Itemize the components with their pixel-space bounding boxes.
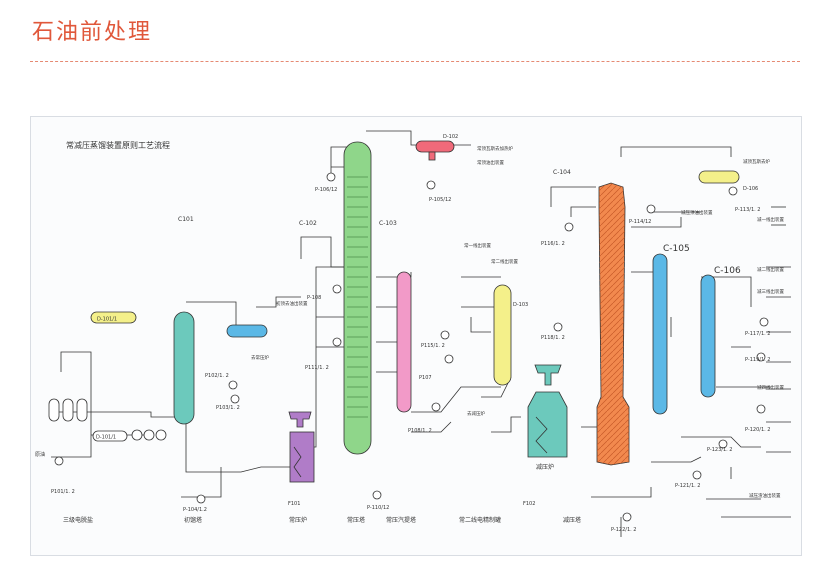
label-desalt: 三级电脱盐 [63,516,93,524]
stream-vac-second: 减二线出装置 [757,266,784,273]
tower-c105 [652,253,668,415]
vac-tower [596,182,630,466]
label-atm-tower: 常压塔 [347,516,365,524]
pump-p119: P-119/1. 2 [745,357,770,363]
stream-to-vac: 去减压炉 [467,410,485,417]
vessel-d106 [698,170,740,184]
vessel-d103 [493,284,512,386]
diagram-title: 常减压蒸馏装置原则工艺流程 [66,140,170,150]
atm-furnace [288,411,315,483]
label-c106: C-106 [714,266,741,276]
stream-top-oil: 常顶油出装置 [477,159,504,166]
vac-tower-hatch [597,183,629,465]
label-d103: D-103 [513,302,528,308]
label-two-line: 常二线电精制罐 [459,516,501,524]
pump-p121: P-121/1. 2 [675,483,700,489]
label-pre-flash: 初馏塔 [184,516,202,524]
desalter-2 [62,398,74,422]
page-title: 石油前处理 [32,20,153,45]
pump-p102: P102/1. 2 [205,373,229,379]
tower-c106 [700,274,716,398]
atm-stripper [396,271,412,413]
pump-p120: P-120/1. 2 [745,427,770,433]
vac-furnace-body [527,391,568,458]
stream-vac-gas: 减顶瓦斯去炉 [743,158,770,165]
vessel-d101-bottom [92,430,128,442]
bottom-labels: 三级电脱盐 初馏塔 常压炉 常压塔 常压汽提塔 常二线电精制罐 减压炉 减压塔 [63,463,581,524]
stream-to-furnace: 去常压炉 [251,354,269,361]
exchanger-2 [143,429,155,441]
label-c103: C-103 [379,220,397,227]
stream-second-line: 常二线出装置 [491,258,518,265]
atm-tower [343,141,372,455]
pump-p110: P-110/12 [367,505,389,511]
label-d106: D-106 [743,186,758,192]
label-c102: C-102 [299,220,317,227]
pump-p118: P118/1. 2 [541,335,565,341]
label-c101: C101 [178,216,194,223]
stream-pre-top: 初顶去油出装置 [276,300,308,307]
vac-furnace-coil [535,416,548,454]
stream-labels: 原油 初顶去油出装置 去常压炉 常顶瓦斯去加热炉 常顶油出装置 常一线出装置 常… [35,145,784,499]
pump-p111: P111/1. 2 [305,365,329,371]
reflux-drum-blue [226,324,268,338]
label-atm-furnace: 常压炉 [289,516,307,524]
label-vac-furnace: 减压炉 [536,463,554,471]
pump-p101: P101/1. 2 [51,489,75,495]
pump-p104: P-104/1.2 [183,507,207,513]
atm-furnace-coil [293,446,302,478]
label-d101-top: D-101/1 [97,317,117,323]
process-flow-svg: 常减压蒸馏装置原则工艺流程 [35,130,791,537]
desalter-row-2 [131,429,167,441]
pump-p106: P-106/12 [315,187,337,193]
stream-vac-top: 减压顶油出装置 [681,209,713,216]
label-c105: C-105 [663,244,690,254]
vac-furnace-stack [534,364,562,386]
stream-vac-resid: 减压渣油出装置 [749,492,781,499]
atm-furnace-body [289,431,315,483]
pre-flash-tower [173,311,195,425]
pump-p115: P115/1. 2 [421,343,445,349]
stream-vac-fourth: 减四线出装置 [757,384,784,391]
label-atm-stripper: 常压汽提塔 [386,516,416,524]
label-d102: D-102 [443,134,458,140]
pump-p107: P107 [419,375,432,381]
pump-symbols [54,172,769,522]
label-vac-tower: 减压塔 [563,516,581,524]
desalter-group [48,398,88,422]
pump-p108a: P-108 [307,295,321,301]
stream-top-gas: 常顶瓦斯去加热炉 [477,145,513,152]
vessel-d102 [415,140,455,153]
title-divider [30,61,800,62]
vac-furnace [527,364,568,458]
pump-p122: P-122/1. 2 [611,527,636,533]
atm-tower-trays [347,176,368,418]
pump-p123: P-123/1. 2 [707,447,732,453]
pump-p105: P-105/12 [429,197,451,203]
exchanger-3 [155,429,167,441]
desalter-1 [48,398,60,422]
pump-labels: P101/1. 2 P-104/1.2 P102/1. 2 P103/1. 2 … [51,187,770,533]
atm-furnace-stack [288,411,312,428]
label-f102: F102 [523,501,535,507]
process-lines [51,130,791,537]
pump-p117: P-117/1. 2 [745,331,770,337]
pump-p108: P108/1. 2 [408,428,432,434]
stream-first-line: 常一线出装置 [464,242,491,249]
label-c104: C-104 [553,169,571,176]
desalter-3 [76,398,88,422]
pump-p103: P103/1. 2 [216,405,240,411]
stream-crude: 原油 [35,451,45,458]
exchanger-1 [131,429,143,441]
stream-vac-first: 减一线出装置 [757,216,784,223]
label-d101-bottom: D-101/1 [96,435,116,441]
label-f101: F101 [288,501,300,507]
pump-p114: P-114/12 [629,219,651,225]
process-flow-diagram: 常减压蒸馏装置原则工艺流程 [30,116,802,556]
stream-vac-third: 减三线出装置 [757,288,784,295]
vessel-d101-top [90,311,137,324]
pump-p116: P116/1. 2 [541,241,565,247]
pump-p113: P-113/1. 2 [735,207,760,213]
vessel-d102-boot [428,151,436,161]
